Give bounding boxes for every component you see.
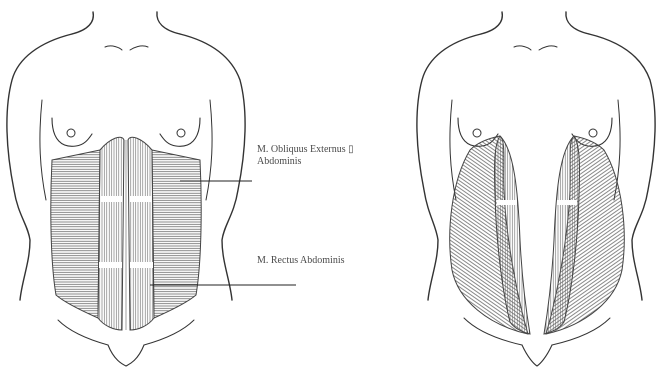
left-figure-clavicle-right xyxy=(130,46,148,50)
left-rectus-left xyxy=(98,137,124,330)
left-intersection-4 xyxy=(130,262,153,268)
right-figure-clavicle-left xyxy=(514,46,531,50)
label-external-oblique-line1: M. Obliquus Externus ▯ xyxy=(257,144,354,156)
left-oblique-left xyxy=(51,150,100,318)
right-figure-neck-left xyxy=(481,12,502,34)
left-figure-arm-right xyxy=(206,100,212,200)
left-figure-hip-left xyxy=(58,320,108,345)
label-rectus-abdominis: M. Rectus Abdominis xyxy=(257,255,345,267)
left-figure-clavicle-left xyxy=(105,46,122,50)
left-rectus-right xyxy=(128,137,154,330)
label-external-oblique: M. Obliquus Externus ▯ Abdominis xyxy=(257,144,354,168)
right-figure-nipple-right xyxy=(589,129,597,137)
left-figure-hip-right xyxy=(144,320,194,345)
left-oblique-right xyxy=(152,150,201,318)
left-figure-nipple-right xyxy=(177,129,185,137)
right-figure-clavicle-right xyxy=(539,46,557,50)
left-figure-nipple-left xyxy=(67,129,75,137)
left-intersection-3 xyxy=(99,262,122,268)
left-figure-groin xyxy=(108,345,144,366)
left-figure-muscles xyxy=(51,137,201,330)
left-figure-breast-right xyxy=(160,118,200,146)
right-intersection-1 xyxy=(497,200,517,205)
left-intersection-1 xyxy=(101,196,122,202)
left-figure-breast-left xyxy=(52,118,92,146)
right-figure-groin xyxy=(522,345,552,366)
left-figure-arm-left xyxy=(40,100,46,200)
right-figure-arm-left xyxy=(450,100,456,200)
left-intersection-2 xyxy=(130,196,152,202)
label-external-oblique-line2: Abdominis xyxy=(257,156,354,168)
left-figure-neck-left xyxy=(72,12,93,34)
right-figure-nipple-left xyxy=(473,129,481,137)
right-intersection-2 xyxy=(557,200,577,205)
right-figure-neck-right xyxy=(566,12,589,34)
right-figure-muscles xyxy=(450,136,625,334)
left-figure-neck-right xyxy=(157,12,180,34)
